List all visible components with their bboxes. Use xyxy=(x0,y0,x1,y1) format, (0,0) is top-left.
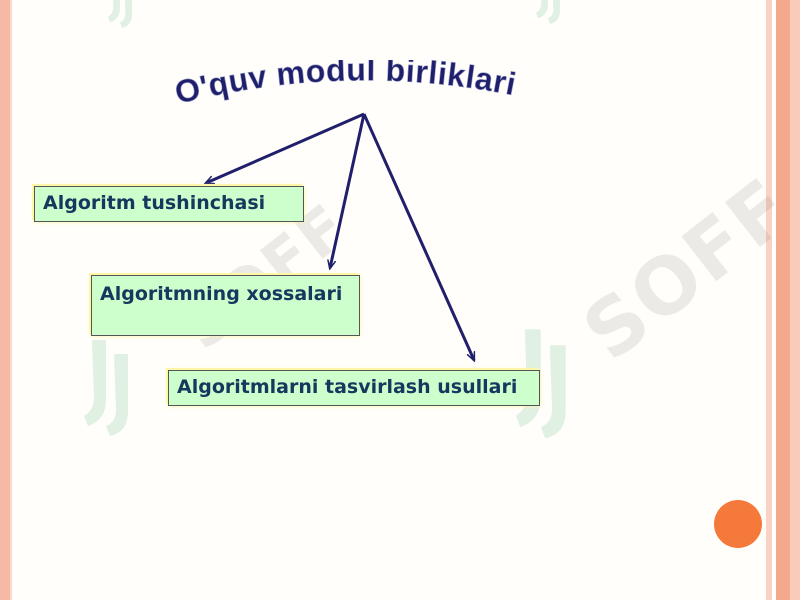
accent-dot xyxy=(714,500,762,548)
node-label: Algoritmlarni tasvirlash usullari xyxy=(177,376,518,398)
slide-title: O'quv modul birliklari xyxy=(171,60,519,111)
node-label: Algoritmning xossalari xyxy=(100,283,343,305)
arrow-to-node-2 xyxy=(330,113,366,268)
node-label: Algoritm tushinchasi xyxy=(43,192,266,214)
arrow-to-node-3 xyxy=(362,113,476,360)
node-algoritmning-xossalari: Algoritmning xossalari xyxy=(91,275,360,336)
slide-left-border xyxy=(0,0,10,600)
slide-left-border-inner xyxy=(10,0,12,600)
node-algoritmlarni-tasvirlash-usullari: Algoritmlarni tasvirlash usullari xyxy=(168,370,540,406)
slide-right-border xyxy=(766,0,800,600)
node-algoritm-tushinchasi: Algoritm tushinchasi xyxy=(34,186,304,222)
arrow-to-node-1 xyxy=(206,112,365,185)
